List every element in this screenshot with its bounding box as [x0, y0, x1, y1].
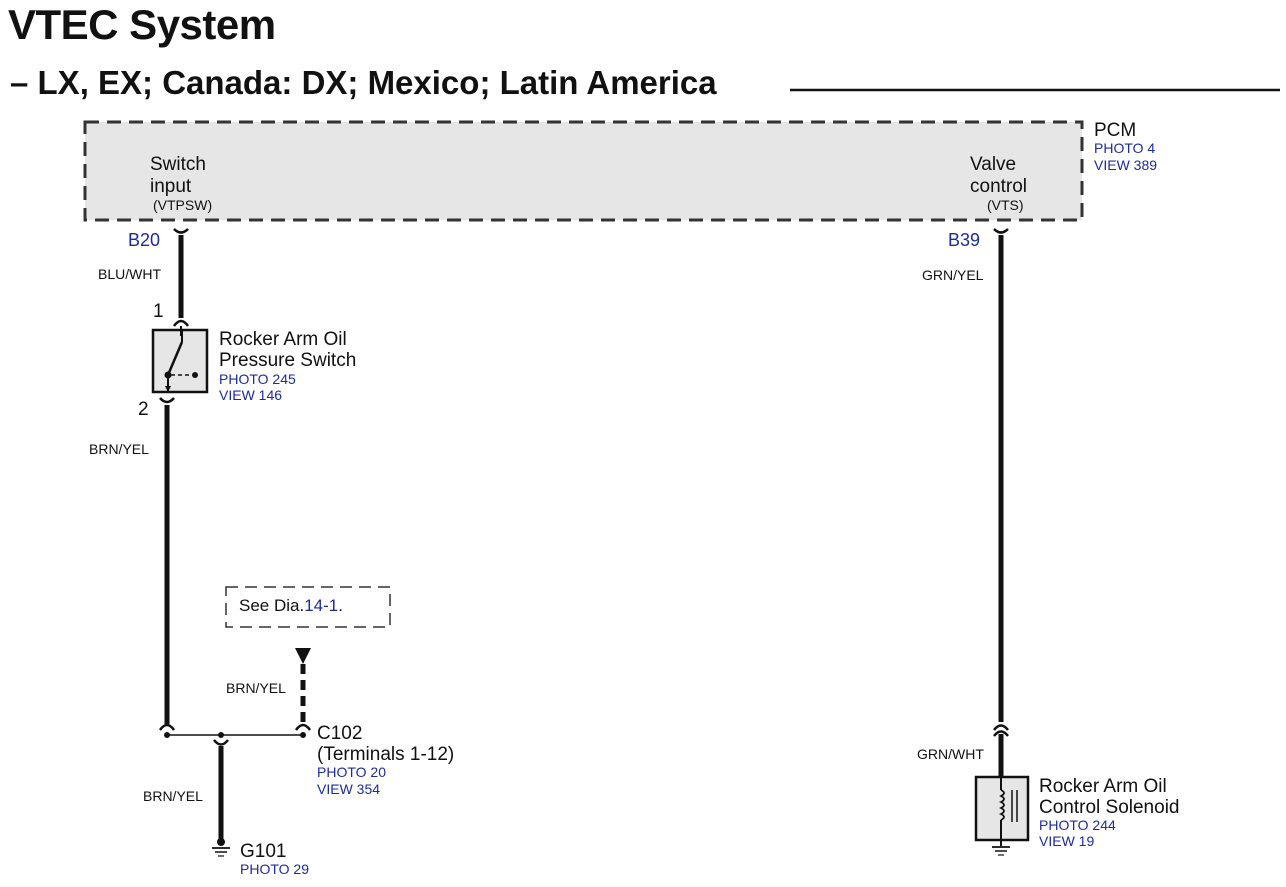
wire-label-brn-yel-main: BRN/YEL	[89, 441, 149, 457]
switch-pin-1: 1	[153, 301, 164, 322]
see-dia-prefix: See Dia.	[239, 596, 305, 615]
wire-label-brn-yel-dashed: BRN/YEL	[226, 680, 286, 696]
inline-connector-upper	[993, 724, 1009, 731]
switch-pin-2: 2	[138, 399, 149, 420]
g101-photo-ref[interactable]: PHOTO 29	[240, 861, 309, 877]
pcm-label: PCM	[1094, 120, 1137, 141]
junction-right	[300, 732, 306, 738]
terminal-pin2	[159, 397, 175, 404]
terminal-c102-right	[294, 723, 312, 731]
switch-input-code: (VTPSW)	[153, 197, 213, 213]
terminal-b20	[173, 228, 189, 234]
c102-photo-ref[interactable]: PHOTO 20	[317, 764, 386, 780]
ground-symbol-solenoid	[992, 846, 1010, 856]
see-dia-link[interactable]: 14-1	[304, 596, 339, 615]
ground-point	[217, 838, 225, 846]
see-dia-box	[225, 586, 391, 628]
c102-view-ref[interactable]: VIEW 354	[317, 781, 381, 797]
terminal-pin1	[172, 319, 190, 327]
wire-label-grn-yel: GRN/YEL	[922, 267, 984, 283]
oil-pressure-switch-name-1: Rocker Arm Oil	[219, 329, 347, 350]
oil-pressure-switch-view-ref[interactable]: VIEW 146	[219, 387, 283, 403]
pin-b20: B20	[128, 230, 161, 250]
page-title: VTEC System	[8, 1, 276, 48]
pcm-view-ref[interactable]: VIEW 389	[1094, 157, 1158, 173]
ground-symbol-g101	[212, 847, 230, 857]
dashed-branch-arrow	[295, 648, 311, 664]
valve-control-code: (VTS)	[987, 197, 1024, 213]
oil-pressure-switch-name-2: Pressure Switch	[219, 350, 357, 371]
terminal-c102-left	[158, 723, 176, 731]
valve-control-line2: control	[970, 176, 1028, 197]
valve-control-line1: Valve	[970, 154, 1017, 175]
switch-input-line1: Switch	[150, 154, 206, 175]
junction-mid	[218, 732, 224, 738]
c102-name: C102	[317, 723, 363, 744]
pin-b39: B39	[948, 230, 981, 250]
solenoid-name-2: Control Solenoid	[1039, 797, 1180, 818]
see-dia-text: See Dia.14-1.	[239, 597, 343, 614]
wire-label-brn-yel-ground: BRN/YEL	[143, 788, 203, 804]
pcm-box	[83, 120, 1084, 222]
solenoid-photo-ref[interactable]: PHOTO 244	[1039, 817, 1116, 833]
terminal-g101	[213, 739, 229, 746]
wire-label-blu-wht: BLU/WHT	[98, 266, 161, 282]
switch-input-line2: input	[150, 176, 192, 197]
solenoid-name-1: Rocker Arm Oil	[1039, 776, 1167, 797]
solenoid-symbol	[974, 775, 1030, 842]
oil-pressure-switch-symbol	[151, 326, 209, 394]
c102-terminals: (Terminals 1-12)	[317, 744, 455, 765]
page-subtitle: – LX, EX; Canada: DX; Mexico; Latin Amer…	[10, 64, 717, 101]
pcm-photo-ref[interactable]: PHOTO 4	[1094, 140, 1156, 156]
inline-connector-lower	[993, 730, 1009, 737]
see-dia-suffix: .	[338, 596, 343, 615]
g101-name: G101	[240, 841, 287, 862]
wire-label-grn-wht: GRN/WHT	[917, 746, 984, 762]
terminal-b39	[993, 228, 1009, 234]
solenoid-view-ref[interactable]: VIEW 19	[1039, 833, 1095, 849]
oil-pressure-switch-photo-ref[interactable]: PHOTO 245	[219, 371, 296, 387]
